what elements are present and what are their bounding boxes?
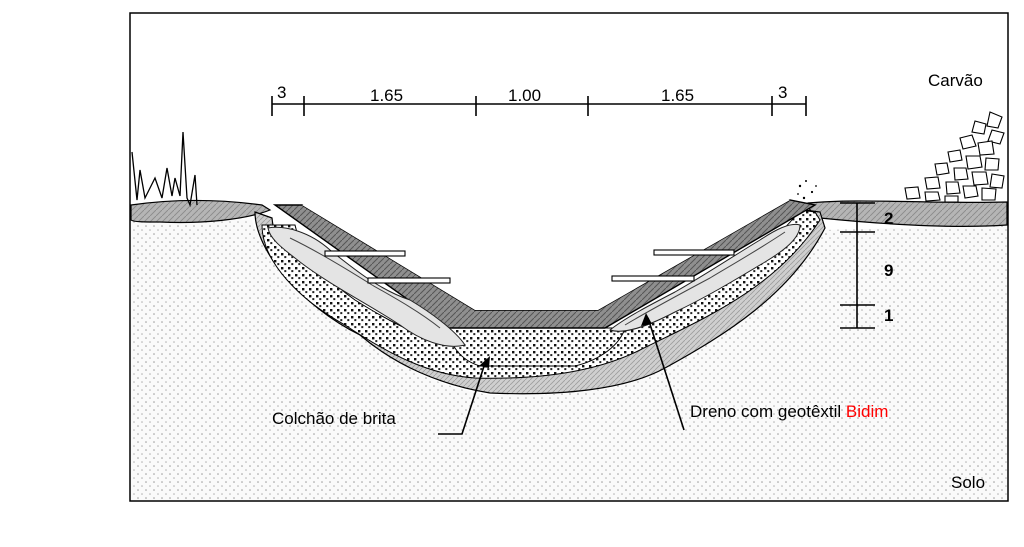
drain-label-text: Dreno com geotêxtil bbox=[690, 402, 846, 421]
left-board-upper bbox=[324, 250, 406, 257]
left-geotextile-fold bbox=[289, 237, 441, 329]
coal-label: Carvão bbox=[928, 71, 983, 90]
dim-surface-thickness: 2 bbox=[884, 209, 893, 228]
gravel-bed-leader bbox=[438, 359, 487, 435]
drain-label: Dreno com geotêxtil Bidim bbox=[690, 402, 888, 421]
dim-left-edge: 3 bbox=[277, 83, 286, 102]
grass-tufts bbox=[131, 131, 198, 208]
left-ground-surface bbox=[130, 199, 272, 224]
dim-middle-thickness: 9 bbox=[884, 261, 893, 280]
drain-brand-label: Bidim bbox=[846, 402, 889, 421]
right-board-lower bbox=[611, 275, 695, 282]
drain-leader bbox=[647, 317, 685, 431]
soil-label: Solo bbox=[951, 473, 985, 492]
channel-opening bbox=[302, 200, 790, 310]
right-geotextile-drain bbox=[608, 223, 801, 332]
side-dimension-line bbox=[840, 202, 875, 329]
gravel-bed-arrowhead bbox=[479, 356, 490, 368]
dim-base-thickness: 1 bbox=[884, 306, 893, 325]
coal-pile bbox=[904, 111, 1005, 203]
left-board-lower bbox=[367, 277, 451, 284]
right-geotextile-fold bbox=[624, 231, 786, 326]
soil-layer bbox=[131, 220, 1007, 500]
top-dimension-line bbox=[271, 96, 807, 116]
gravel-bed-label: Colchão de brita bbox=[272, 409, 396, 428]
right-board-upper bbox=[653, 249, 735, 256]
drain-arrowhead bbox=[641, 313, 652, 326]
dim-right-slope: 1.65 bbox=[661, 86, 694, 105]
dim-bottom-width: 1.00 bbox=[508, 86, 541, 105]
dim-left-slope: 1.65 bbox=[370, 86, 403, 105]
coal-dust bbox=[797, 180, 817, 200]
dim-right-edge: 3 bbox=[778, 83, 787, 102]
left-geotextile-drain bbox=[267, 226, 466, 347]
